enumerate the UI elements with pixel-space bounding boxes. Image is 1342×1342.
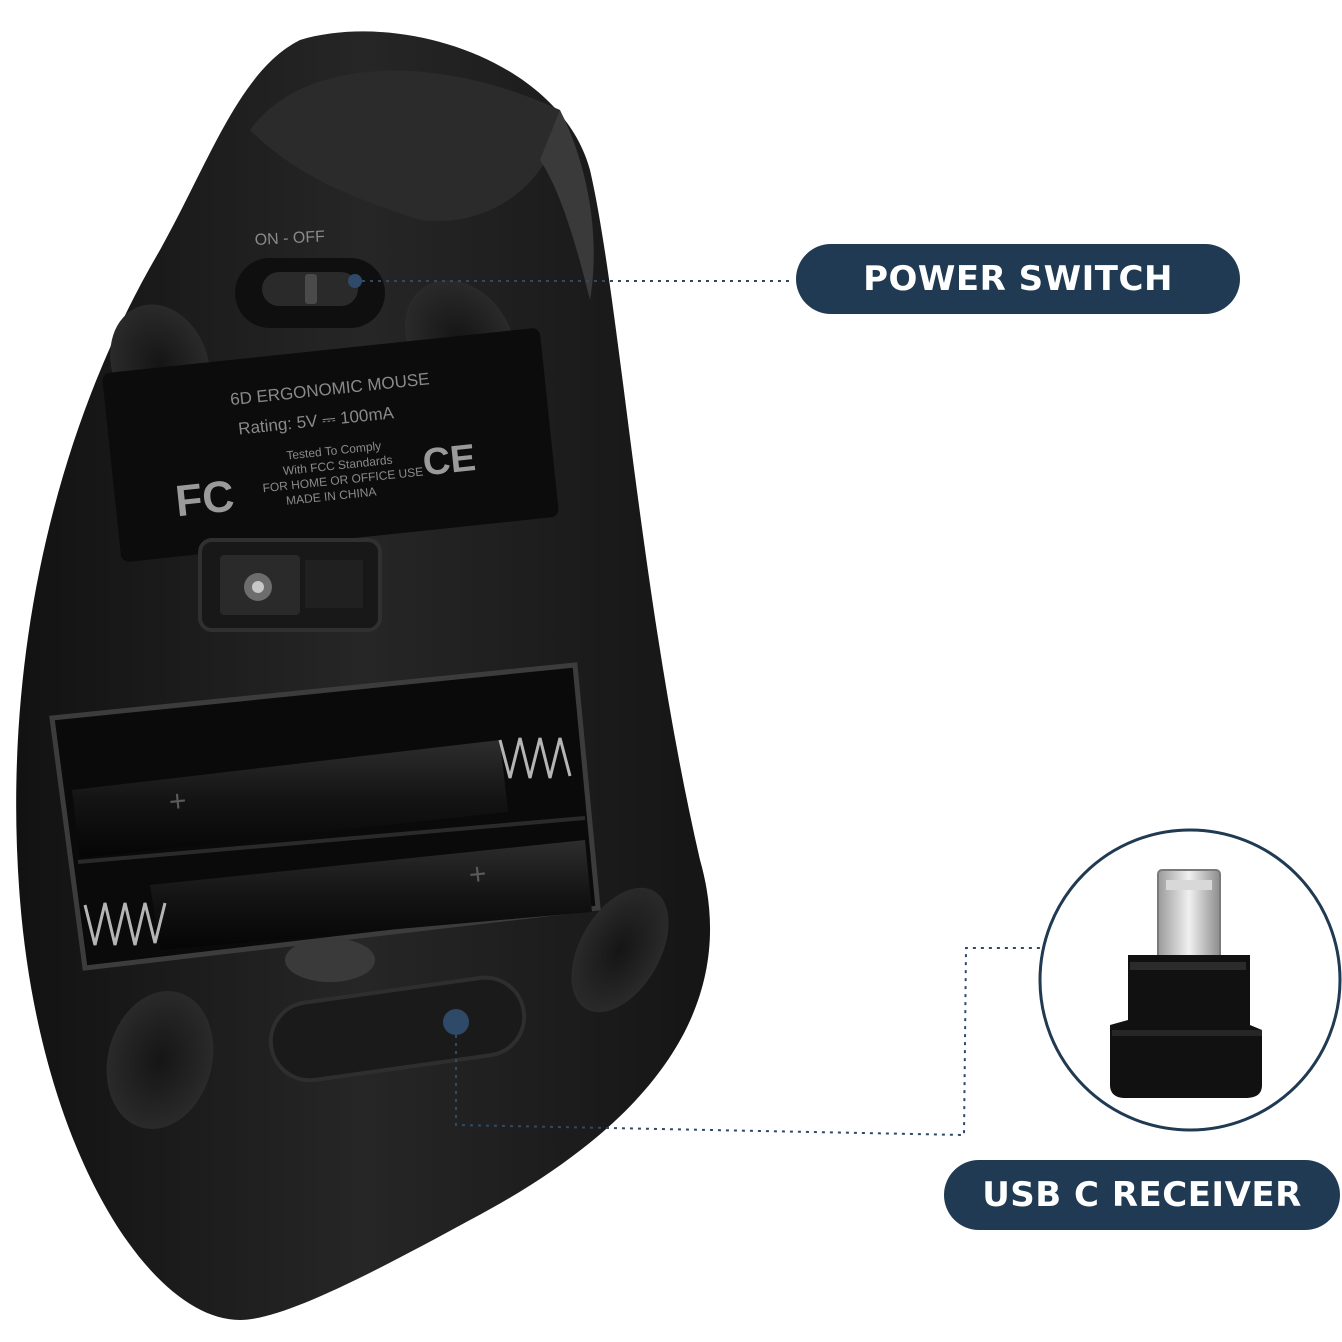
svg-text:+: + — [467, 857, 488, 892]
optical-sensor — [198, 538, 382, 632]
connector-lines — [348, 274, 1040, 1137]
svg-text:+: + — [167, 784, 188, 819]
fcc-logo: FC — [173, 471, 236, 526]
usb-c-receiver-inset — [1038, 828, 1342, 1132]
power-switch-callout: POWER SWITCH — [796, 244, 1240, 314]
usb-c-receiver-callout: USB C RECEIVER — [944, 1160, 1340, 1230]
compliance-label: 6D ERGONOMIC MOUSE Rating: 5V ⎓ 100mA Te… — [102, 328, 559, 562]
battery-compartment: + + — [49, 662, 601, 971]
receiver-slot — [268, 938, 527, 1083]
ce-logo: CE — [421, 437, 478, 484]
power-switch: ON - OFF — [235, 228, 385, 328]
switch-marking: ON - OFF — [254, 228, 325, 249]
mouse-body — [16, 31, 711, 1321]
